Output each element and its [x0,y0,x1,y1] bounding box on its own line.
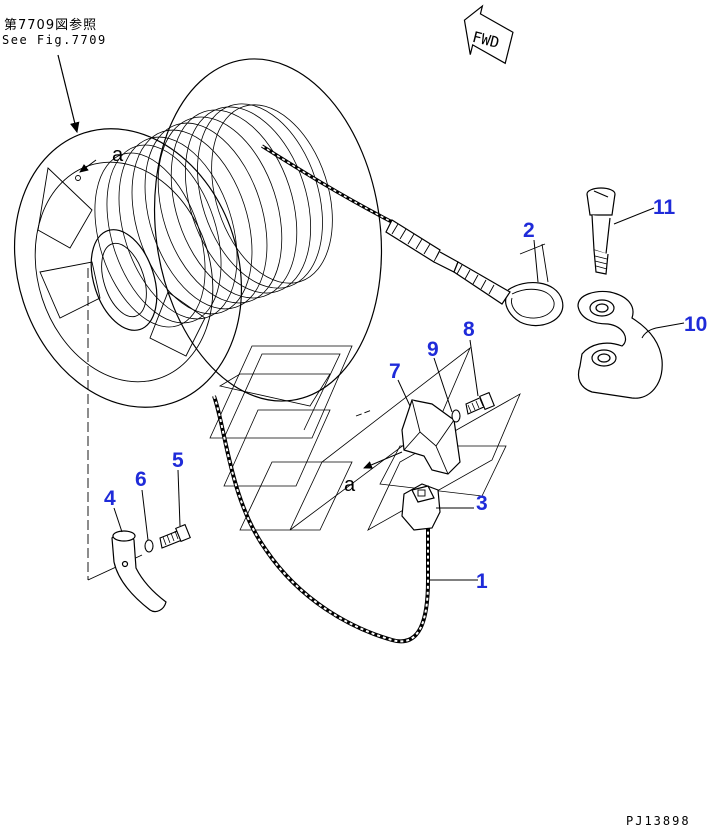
callout-10: 10 [684,313,708,336]
callout-5: 5 [172,449,184,472]
reference-note-english: See Fig.7709 [2,33,107,47]
callout-2: 2 [523,219,535,242]
ground-cable [212,395,430,644]
callout-4: 4 [104,487,116,510]
bracket-part [401,399,461,475]
bolt-5 [159,523,191,549]
callout-9: 9 [427,338,439,361]
washer-6 [144,539,154,553]
callout-7: 7 [389,360,401,383]
winch-cable [261,144,459,273]
view-marker-drum: a [112,144,124,166]
terminal-connector [401,483,441,531]
pin-11 [586,187,616,275]
background-chevron-marks [209,345,521,531]
callout-3: 3 [476,492,488,515]
cable-eye-thimble [453,261,564,327]
callout-8: 8 [463,318,475,341]
shackle-10 [577,290,663,399]
view-marker-bracket: a [344,474,356,496]
callout-leaders [113,207,685,581]
callout-11: 11 [653,196,676,219]
washer-9 [451,409,461,423]
figure-id: PJ13898 [626,814,691,828]
winch-drum [13,58,383,408]
bolt-8 [465,391,495,415]
fwd-direction-arrow: FWD [463,4,514,65]
reference-leader-arrow [57,54,80,134]
callout-6: 6 [135,468,147,491]
reference-note-japanese: 第7709図参照 [4,18,98,33]
view-arrow-bracket [363,451,403,469]
cable-clamp [111,530,167,613]
callout-1: 1 [476,570,488,593]
